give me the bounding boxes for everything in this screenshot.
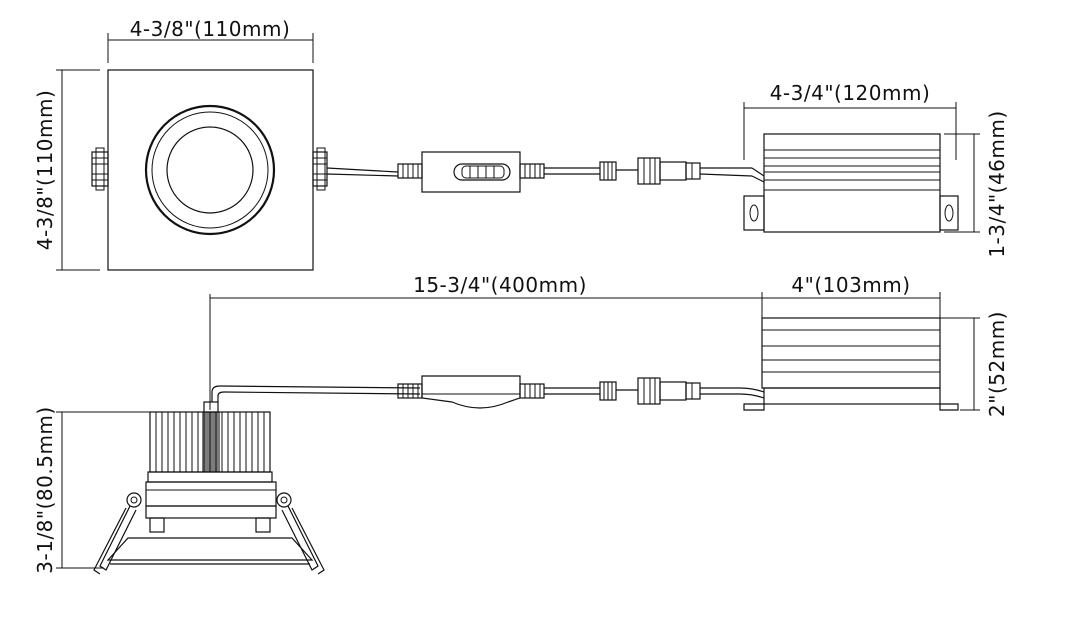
dim-cable-length-label: 15-3/4"(400mm) [413,273,587,297]
side-view-driver [743,317,959,411]
dim-fixture-height: 3-1/8"(80.5mm) [33,406,150,574]
dim-top-width-label: 4-3/8"(110mm) [130,17,291,41]
side-view-cable [397,375,765,409]
side-inline-switch-box [421,375,521,409]
dim-driver-side-width-label: 4"(103mm) [791,273,910,297]
fixture-outer-ring [144,104,276,236]
fixture-lens [166,126,254,214]
left-spring-clip [91,147,109,191]
top-view-fixture [91,69,328,271]
dim-top-height: 4-3/8"(110mm) [33,69,100,271]
dim-top-width: 4-3/8"(110mm) [107,17,314,63]
side-view-fixture [93,385,421,575]
dim-top-height-label: 4-3/8"(110mm) [33,90,57,251]
top-inline-switch-box [421,151,521,193]
dim-cable-length: 15-3/4"(400mm) 4"(103mm) [209,273,941,410]
dim-driver-side-height-label: 2"(52mm) [985,311,1009,417]
dim-driver-side-height: 2"(52mm) [944,311,1009,417]
fixture-trim-square [107,69,314,271]
dim-driver-top-width: 4-3/4"(120mm) [743,81,957,160]
dim-driver-top-height-label: 1-3/4"(46mm) [985,110,1009,257]
dim-driver-top-width-label: 4-3/4"(120mm) [770,81,931,105]
top-view-cable [326,151,765,193]
right-spring-clip [312,147,328,191]
top-view-driver [743,133,959,233]
dim-fixture-height-label: 3-1/8"(80.5mm) [33,406,57,573]
fixture-inner-ring [151,111,269,229]
dim-driver-top-height: 1-3/4"(46mm) [944,110,1009,258]
